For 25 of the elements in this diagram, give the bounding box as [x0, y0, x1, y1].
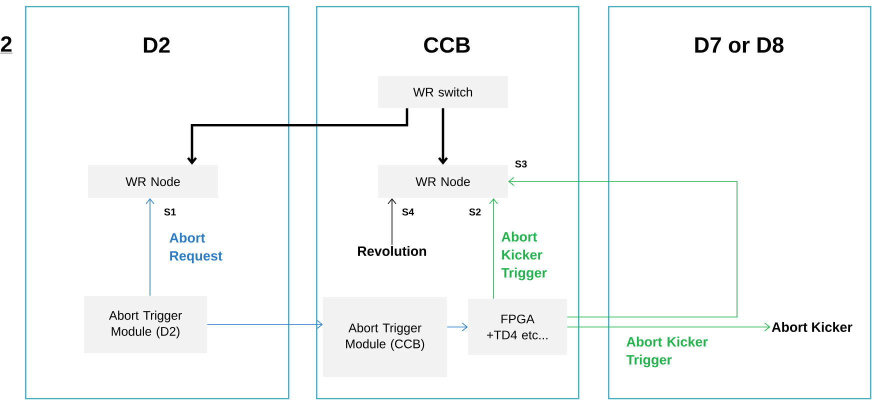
process-box: WR switch: [378, 76, 508, 108]
arrow: [508, 177, 738, 318]
arrow: [146, 198, 154, 296]
arrow: [388, 198, 396, 246]
process-box: Abort Trigger Module (CCB): [323, 297, 447, 377]
arrow: [446, 322, 468, 332]
port-label: S3: [515, 160, 527, 168]
process-box: FPGA +TD4 etc...: [468, 299, 567, 355]
port-label: S4: [402, 208, 414, 216]
arrow: [438, 108, 448, 165]
process-box: WR Node: [88, 165, 218, 198]
arrow: [489, 198, 498, 300]
port-label: S1: [164, 208, 176, 216]
edge-label: Abort Request: [170, 232, 222, 264]
figure-number: 2: [0, 36, 13, 54]
process-box: Abort Trigger Module (D2): [84, 296, 207, 353]
signal-label: Revolution: [358, 246, 426, 256]
edge-label: Abort Kicker Trigger: [501, 232, 547, 280]
signal-label: Abort Kicker: [772, 322, 852, 332]
arrow: [187, 108, 408, 165]
port-label: S2: [469, 208, 481, 216]
edge-label: Abort Kicker Trigger: [626, 336, 708, 368]
arrow: [566, 322, 770, 332]
arrow: [206, 320, 323, 329]
process-box: WR Node: [378, 165, 508, 198]
